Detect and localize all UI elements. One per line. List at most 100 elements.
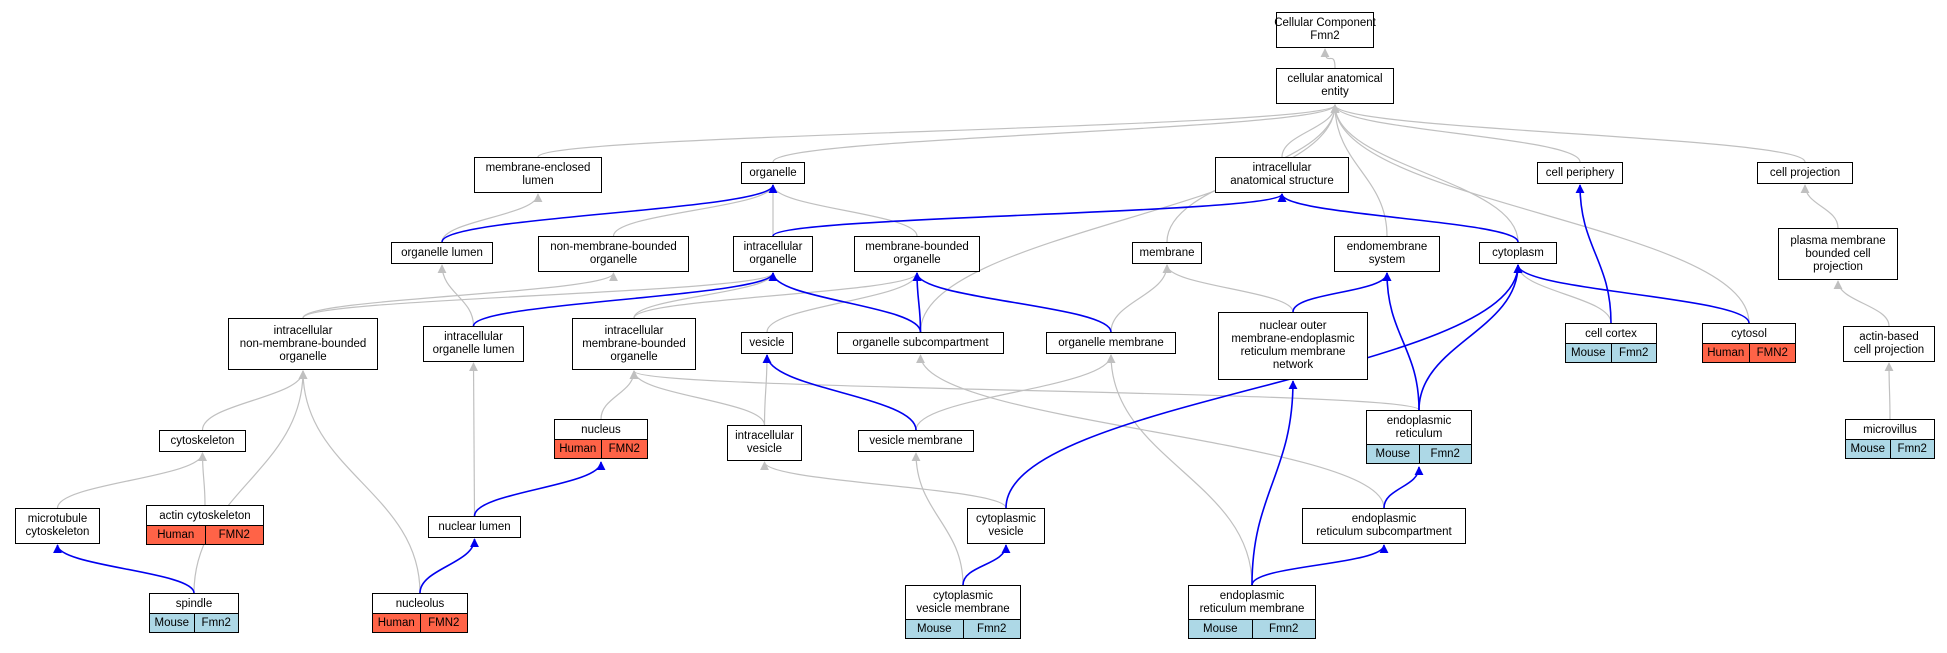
term-label: organelle membrane — [1058, 336, 1164, 349]
term-node-mem[interactable]: membrane — [1132, 242, 1202, 264]
edge-omem-to-mbo — [912, 272, 1112, 333]
edge-intorg-to-ias — [772, 193, 1287, 237]
edge-mel-to-cae — [537, 104, 1340, 158]
term-label: nucleolus — [395, 597, 445, 610]
edge-cyto-to-ias — [1277, 193, 1519, 243]
term-label: nuclear outer — [1259, 320, 1327, 332]
gene-cell: FMN2 — [419, 614, 468, 633]
term-node-ves[interactable]: vesicle — [741, 332, 793, 354]
term-node-cper[interactable]: cell periphery — [1537, 162, 1623, 184]
term-label: nuclear lumen — [438, 520, 511, 533]
term-label: organelle — [749, 166, 797, 179]
edge-spindle-to-inmbo — [193, 370, 308, 594]
term-label: cell cortex — [1585, 327, 1637, 340]
term-node-acsk[interactable]: actin cytoskeleton — [146, 505, 264, 527]
term-node-cortex[interactable]: cell cortex — [1565, 323, 1657, 345]
term-node-vm[interactable]: vesicle membrane — [858, 430, 974, 452]
term-label: reticulum subcompartment — [1316, 526, 1452, 538]
edge-cvm-to-vm — [911, 452, 964, 586]
edge-cper-to-cae — [1330, 104, 1581, 163]
edge-nucleolus-to-inmbo — [298, 370, 421, 594]
edge-osub-to-intorg — [768, 272, 922, 333]
gene-cell: Fmn2 — [962, 620, 1021, 639]
term-label: network — [1272, 359, 1314, 371]
term-label: system — [1368, 254, 1406, 266]
term-node-orglum[interactable]: organelle lumen — [391, 242, 493, 264]
edge-nuoer-to-endo — [1292, 272, 1392, 313]
term-node-cproj[interactable]: cell projection — [1757, 162, 1853, 184]
edge-acsk-to-csk — [198, 452, 208, 506]
term-label: membrane-endoplasmic — [1231, 333, 1355, 345]
edge-orglum-to-mel — [441, 193, 543, 243]
term-node-csk[interactable]: cytoskeleton — [159, 430, 246, 452]
term-label: organelle subcompartment — [852, 336, 989, 349]
term-label: actin cytoskeleton — [159, 509, 251, 522]
edge-inmbo-to-intorg — [302, 272, 778, 319]
edge-iv-to-ves — [762, 354, 772, 426]
edge-ias-to-cae — [1281, 104, 1340, 158]
term-label: vesicle — [749, 336, 785, 349]
species-cell: Human — [559, 443, 597, 456]
edge-iol-to-orglum — [437, 264, 475, 327]
term-label: non-membrane-bounded — [239, 337, 367, 350]
edge-erm-to-ersub — [1251, 544, 1389, 586]
term-node-osub[interactable]: organelle subcompartment — [837, 332, 1004, 354]
term-label: intracellular — [604, 324, 664, 337]
term-node-cytosol[interactable]: cytosol — [1702, 323, 1796, 345]
term-label: cell projection — [1769, 166, 1841, 179]
edge-nl-to-nuc — [473, 461, 606, 517]
edge-iol-to-intorg — [472, 272, 778, 327]
term-label: cell periphery — [1545, 166, 1615, 179]
term-label: membrane-enclosed — [485, 162, 591, 174]
term-label: endoplasmic — [1219, 590, 1285, 602]
term-node-mv[interactable]: microvillus — [1845, 419, 1935, 441]
species-cell: Mouse — [1850, 443, 1886, 456]
species-cell: Mouse — [1375, 448, 1411, 461]
term-node-nl[interactable]: nuclear lumen — [428, 516, 521, 538]
term-node-omem[interactable]: organelle membrane — [1046, 332, 1176, 354]
term-node-nucleolus[interactable]: nucleolus — [372, 593, 468, 615]
term-label: microtubule — [27, 513, 88, 525]
term-label: Cellular Component — [1274, 17, 1376, 29]
edge-erm-to-omem — [1106, 354, 1253, 586]
species-cell: Mouse — [1202, 623, 1238, 636]
term-label: intracellular — [444, 331, 503, 343]
edge-abcp-to-pmbcp — [1833, 280, 1890, 327]
term-node-org[interactable]: organelle — [741, 162, 805, 184]
term-label: plasma membrane — [1790, 234, 1886, 247]
edge-iv-to-imbo — [629, 370, 766, 426]
gene-cell: Fmn2 — [1251, 620, 1316, 639]
term-label: membrane — [1139, 246, 1195, 259]
edge-csk-to-inmbo — [201, 370, 308, 431]
term-label: organelle lumen — [432, 344, 515, 356]
term-node-spindle[interactable]: spindle — [149, 593, 239, 615]
edge-cv-to-iv — [760, 461, 1007, 509]
term-node-nuc[interactable]: nucleus — [554, 419, 648, 441]
term-node-cyto[interactable]: cytoplasm — [1479, 242, 1557, 264]
